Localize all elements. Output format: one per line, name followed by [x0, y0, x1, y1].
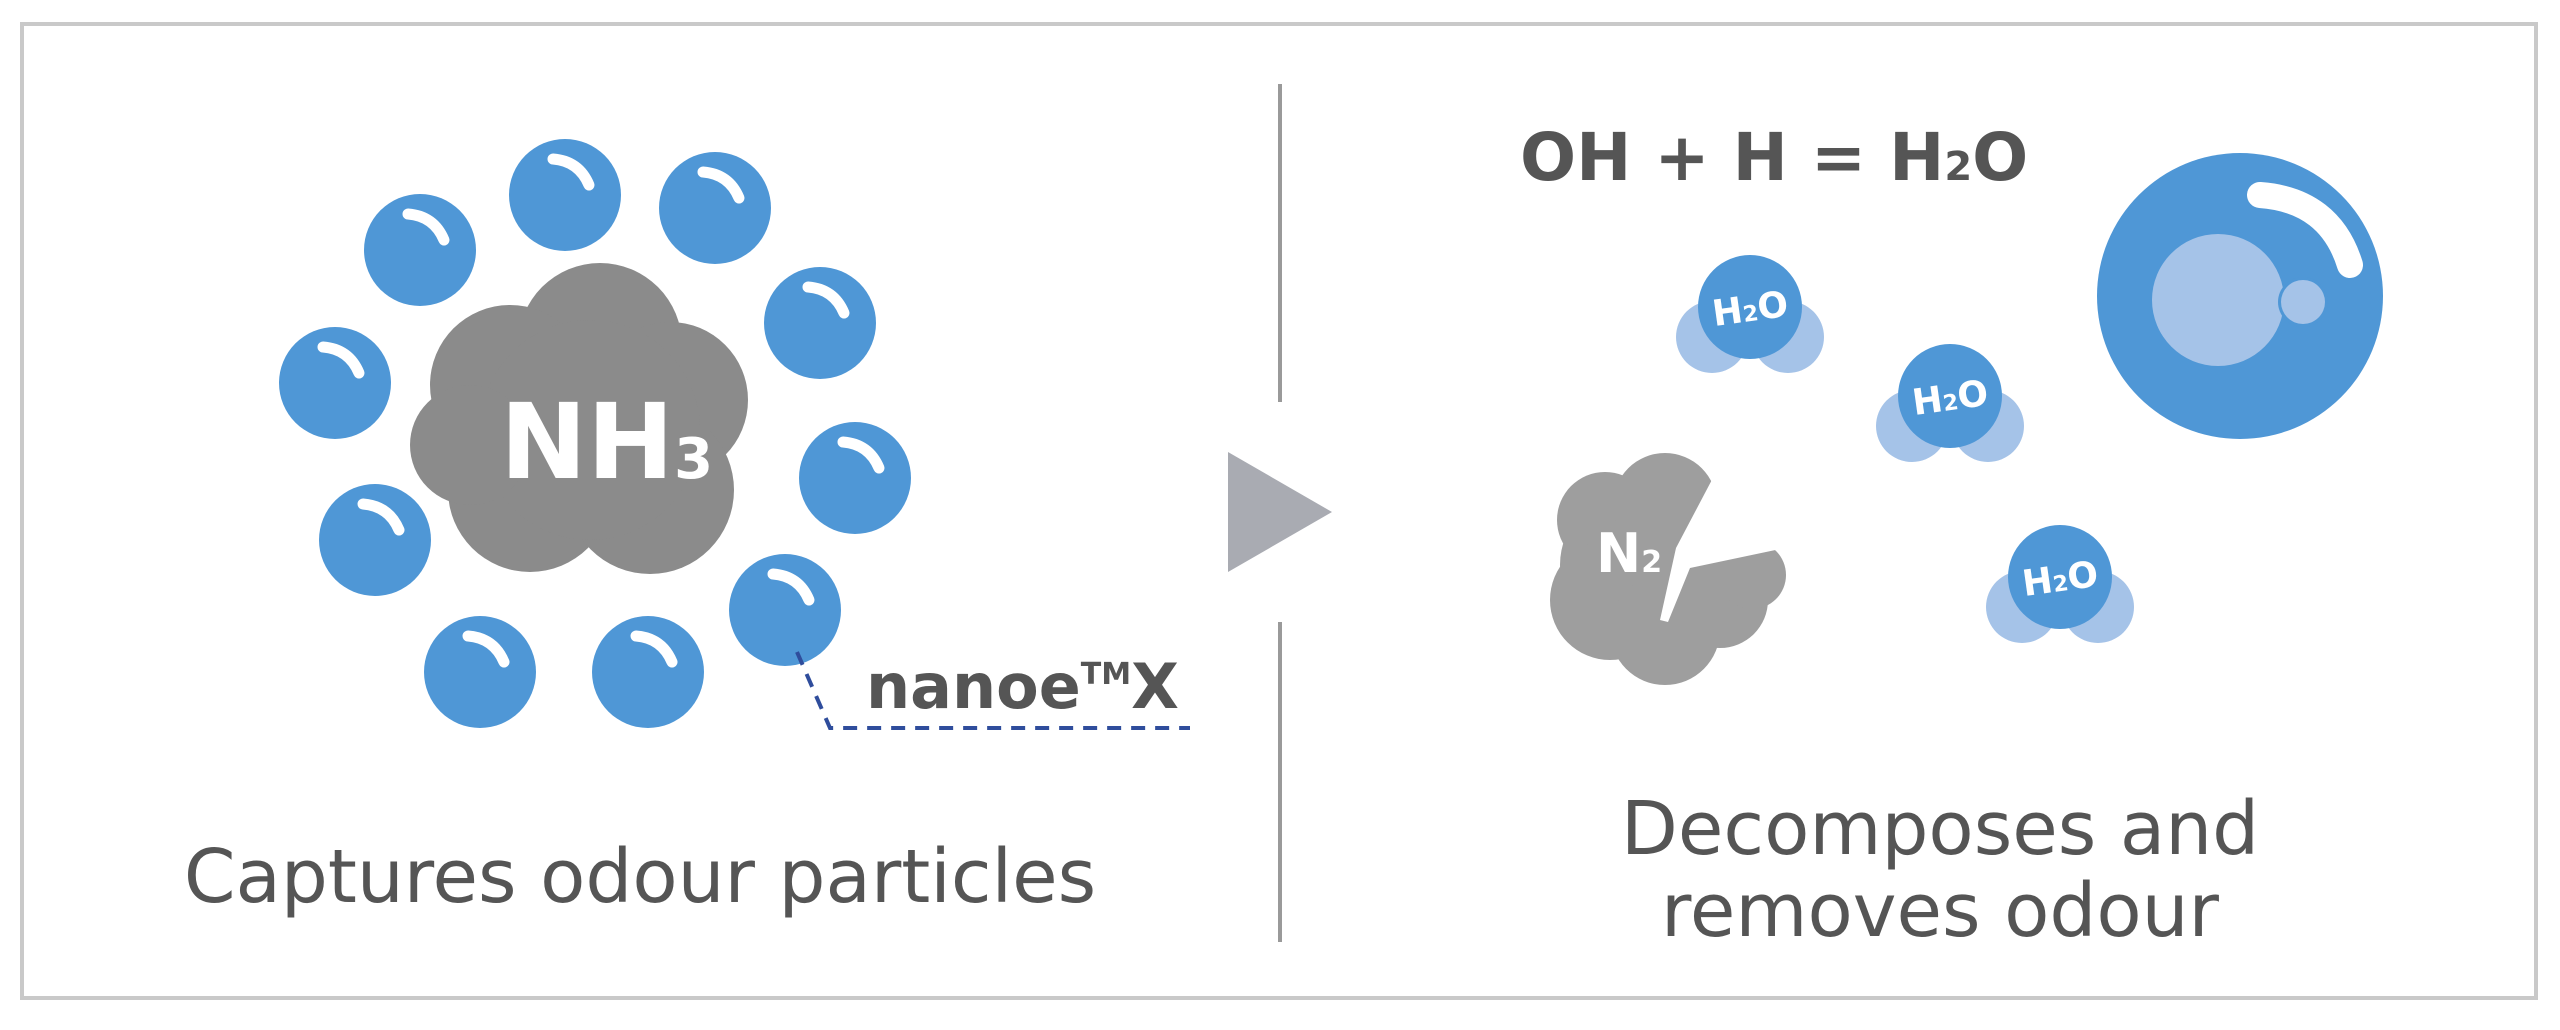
equation-part1: OH + H = H [1520, 119, 1945, 196]
nanoe-particle [764, 267, 876, 379]
process-arrow-icon [1228, 452, 1332, 572]
nanoe-particle [319, 484, 431, 596]
nh3-subscript-text: 3 [674, 427, 713, 492]
nanoe-text: nanoe [866, 650, 1081, 723]
right-caption: Decomposes and removes odour [1460, 788, 2420, 952]
n2-break-gap [1660, 455, 1785, 622]
water-droplet-icon [2097, 153, 2383, 439]
nanoe-particle [729, 554, 841, 666]
nanoe-particle [509, 139, 621, 251]
nanoe-particle [659, 152, 771, 264]
nanoe-particle [799, 422, 911, 534]
n2-label: N2 [1596, 522, 1662, 585]
nanoe-particle [279, 327, 391, 439]
nanoe-particle-ring [279, 139, 911, 728]
water-label: H2O [2020, 554, 2101, 605]
nanoe-particle [424, 616, 536, 728]
nanoe-pointer-line [795, 651, 1190, 730]
equation-part2: O [1972, 119, 2029, 196]
nanoe-particle [364, 194, 476, 306]
nh3-label: NH3 [500, 381, 713, 503]
nh3-molecule-cloud [410, 263, 748, 574]
n2-main-text: N [1596, 522, 1641, 585]
water-label: H2O [1710, 284, 1791, 335]
right-caption-line1: Decomposes and [1620, 786, 2260, 872]
nanoe-particle [592, 616, 704, 728]
left-caption: Captures odour particles [183, 834, 1097, 920]
water-molecule: H2O [1986, 525, 2134, 643]
water-molecule: H2O [1876, 344, 2024, 462]
n2-subscript-text: 2 [1641, 545, 1662, 580]
equation-subscript: 2 [1944, 144, 1973, 190]
trademark-text: TM [1080, 657, 1132, 692]
nanoe-suffix-text: X [1131, 650, 1179, 723]
nanoe-label: nanoeTMX [866, 640, 1179, 722]
water-molecule: H2O [1676, 255, 1824, 373]
equation-label: OH + H = H2O [1520, 120, 2028, 205]
right-caption-line2: removes odour [1661, 868, 2219, 954]
water-molecules: H2O H2O H2O [1676, 255, 2134, 643]
water-label: H2O [1910, 373, 1991, 424]
nh3-main-text: NH [500, 381, 674, 503]
